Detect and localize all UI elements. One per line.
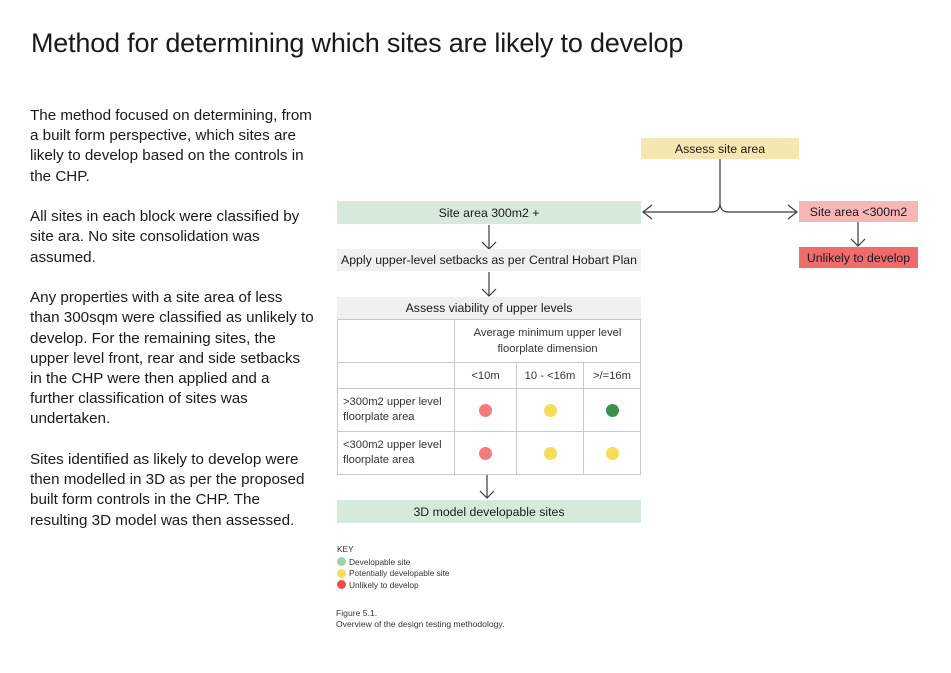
matrix-header: Average minimum upper level floorplate d…: [454, 319, 641, 363]
column-header: >/=16m: [583, 362, 641, 389]
rating-dot: [543, 446, 557, 460]
arrow-head-left: [642, 204, 653, 220]
column-header: <10m: [454, 362, 517, 389]
body-text: The method focused on determining, from …: [30, 106, 315, 551]
row-label: <300m2 upper level floorplate area: [337, 431, 455, 475]
legend-item: Developable site: [337, 556, 450, 568]
row-label: >300m2 upper level floorplate area: [337, 388, 455, 432]
arrow-split-stem: [643, 159, 797, 213]
legend-label: Developable site: [349, 556, 411, 567]
legend-title: KEY: [337, 544, 354, 554]
legend-label: Potentially developable site: [349, 568, 450, 579]
figure-number: Figure 5.1.: [336, 608, 378, 618]
site-area-under-300-box: Site area <300m2: [799, 201, 918, 222]
figure-description: Overview of the design testing methodolo…: [336, 619, 505, 629]
rating-dot: [479, 403, 492, 417]
unlikely-to-develop-box: Unlikely to develop: [799, 247, 918, 268]
paragraph: Sites identified as likely to develop we…: [30, 451, 305, 529]
legend-swatch: [337, 580, 346, 590]
arrow-small-to-unlikely: [850, 222, 866, 247]
legend-swatch: [337, 557, 346, 567]
rating-dot: [605, 403, 619, 417]
paragraph: All sites in each block were classified …: [30, 208, 300, 266]
figure-caption: Figure 5.1. Overview of the design testi…: [336, 608, 504, 630]
matrix-corner: [337, 362, 455, 389]
model-3d-box: 3D model developable sites: [337, 500, 641, 523]
paragraph: The method focused on determining, from …: [30, 107, 312, 185]
rating-dot: [479, 446, 492, 460]
legend-label: Unlikely to develop: [349, 579, 419, 590]
arrow-to-apply: [481, 225, 497, 250]
rating-dot: [543, 403, 557, 417]
arrow-to-viability: [481, 272, 497, 297]
legend: KEY Developable site Potentially develop…: [337, 544, 450, 591]
legend-item: Unlikely to develop: [337, 579, 450, 591]
arrow-head-right: [787, 204, 798, 220]
legend-swatch: [337, 568, 346, 578]
apply-setbacks-box: Apply upper-level setbacks as per Centra…: [337, 249, 641, 271]
page-title: Method for determining which sites are l…: [31, 28, 684, 58]
rating-dot: [605, 446, 619, 460]
assess-site-area-box: Assess site area: [641, 138, 799, 159]
column-header: 10 - <16m: [516, 362, 584, 389]
viability-matrix: Average minimum upper level floorplate d…: [337, 319, 641, 475]
assess-viability-box: Assess viability of upper levels: [337, 297, 641, 319]
arrow-to-3d: [479, 474, 495, 499]
paragraph: Any properties with a site area of less …: [30, 289, 314, 428]
legend-item: Potentially developable site: [337, 568, 450, 580]
matrix-corner: [337, 319, 455, 363]
site-area-300-plus-box: Site area 300m2 +: [337, 201, 641, 224]
